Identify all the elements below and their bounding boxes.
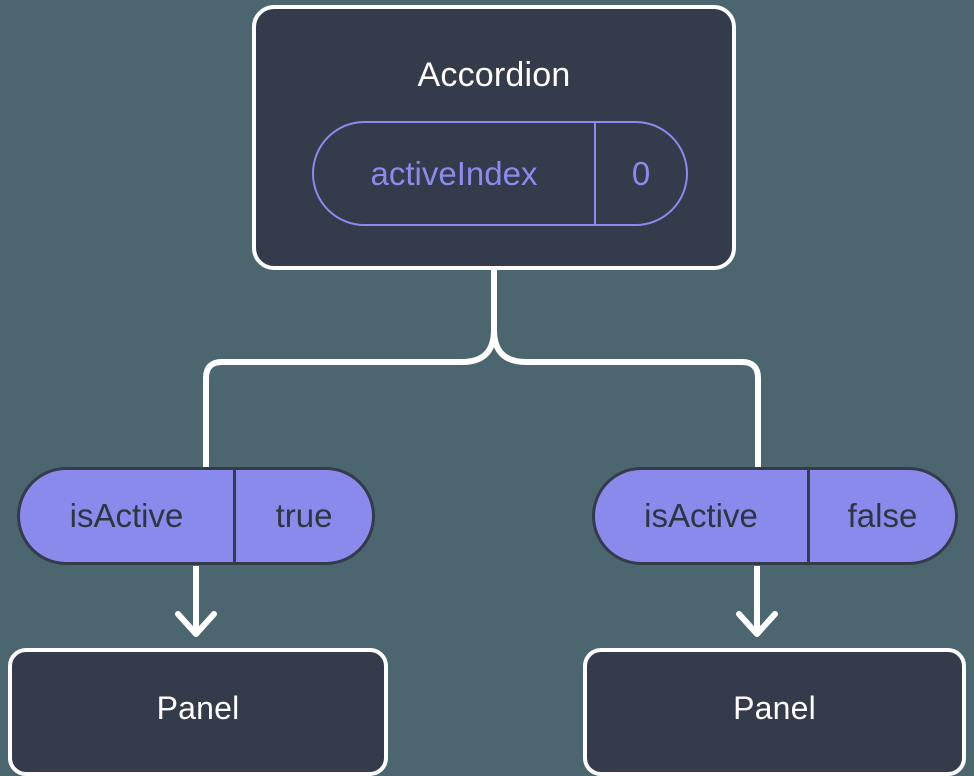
branch-connector-path-right [491,267,761,470]
left-isactive-prop-value: true [275,497,333,534]
activeindex-prop-value: 0 [631,154,651,192]
right-isactive-prop-pill[interactable]: isActive false [592,467,958,565]
left-panel-component-node[interactable]: Panel [8,648,388,776]
branch-connector-path [203,267,497,470]
right-panel-component-node[interactable]: Panel [583,648,966,776]
accordion-component-node[interactable]: Accordion activeIndex 0 [252,5,736,270]
right-panel-node-title: Panel [733,690,816,726]
left-isactive-prop-key: isActive [20,470,236,562]
right-arrow-head-icon [736,611,778,637]
right-isactive-prop-key: isActive [595,470,810,562]
accordion-node-title: Accordion [417,56,571,94]
activeindex-prop-key: activeIndex [314,123,596,224]
left-arrow-head-icon [175,611,217,637]
right-isactive-prop-value: false [847,497,918,534]
accordion-activeindex-prop-pill[interactable]: activeIndex 0 [312,121,688,226]
left-isactive-prop-pill[interactable]: isActive true [17,467,375,565]
left-panel-node-title: Panel [156,690,240,726]
